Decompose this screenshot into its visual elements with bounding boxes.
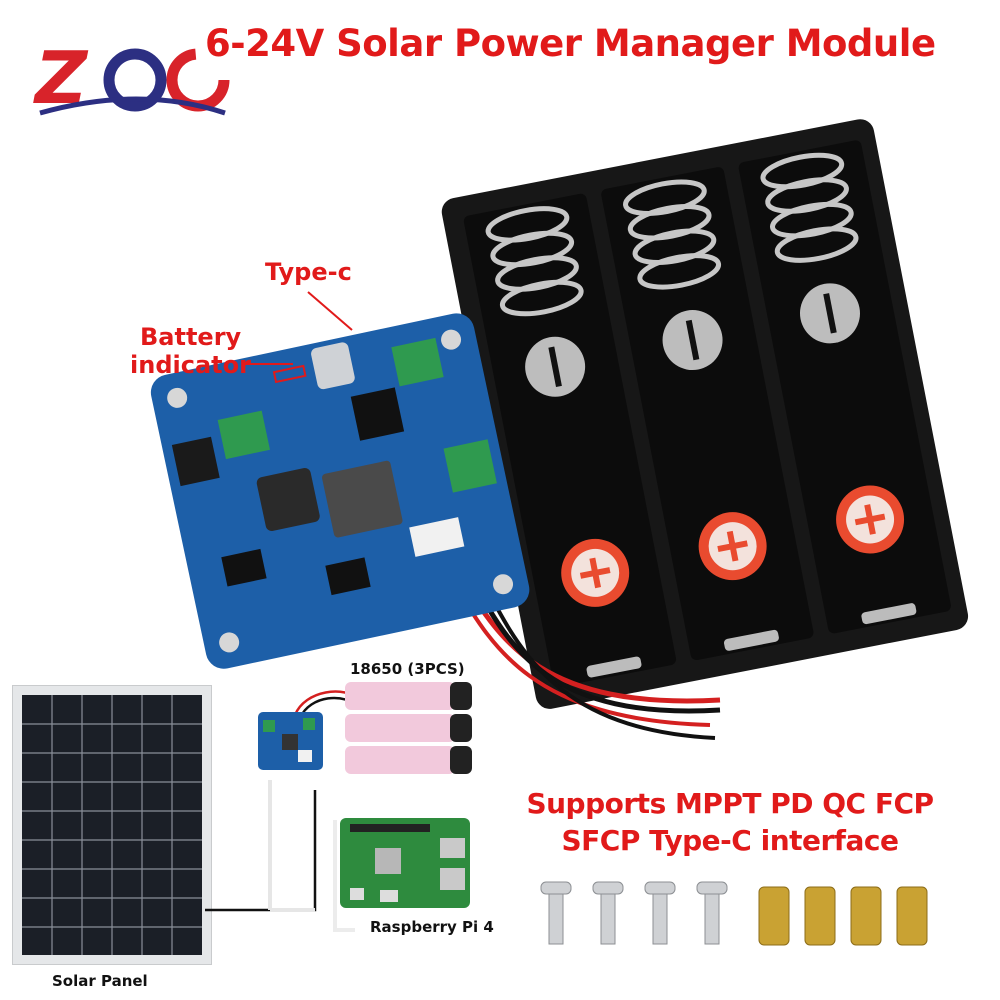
screws-image bbox=[535, 880, 735, 950]
brand-logo: Z bbox=[30, 25, 230, 120]
pcb-board-image bbox=[150, 300, 540, 680]
battery-holder-image bbox=[430, 95, 975, 735]
features-text: Supports MPPT PD QC FCP SFCP Type-C inte… bbox=[470, 785, 990, 859]
battery-indicator-line-1: Battery bbox=[140, 323, 242, 351]
page-title: 6-24V Solar Power Manager Module bbox=[205, 22, 936, 65]
feature-line-1: Supports MPPT PD QC FCP bbox=[526, 787, 934, 820]
solar-panel-image bbox=[11, 684, 213, 966]
type-c-leader-line bbox=[300, 290, 360, 335]
battery-indicator-callout: Battery indicator bbox=[130, 323, 251, 379]
batteries-label: 18650 (3PCS) bbox=[350, 660, 465, 678]
raspberry-pi-label: Raspberry Pi 4 bbox=[370, 918, 494, 936]
batteries-image bbox=[345, 680, 475, 776]
raspberry-pi-image bbox=[340, 818, 470, 908]
small-pcb-image bbox=[258, 712, 323, 770]
feature-line-2: SFCP Type-C interface bbox=[561, 824, 899, 857]
battery-indicator-leader-line bbox=[245, 352, 295, 365]
type-c-callout: Type-c bbox=[265, 258, 352, 286]
solar-panel-label: Solar Panel bbox=[52, 972, 148, 990]
standoffs-image bbox=[755, 885, 935, 950]
battery-indicator-line-2: indicator bbox=[130, 351, 251, 379]
